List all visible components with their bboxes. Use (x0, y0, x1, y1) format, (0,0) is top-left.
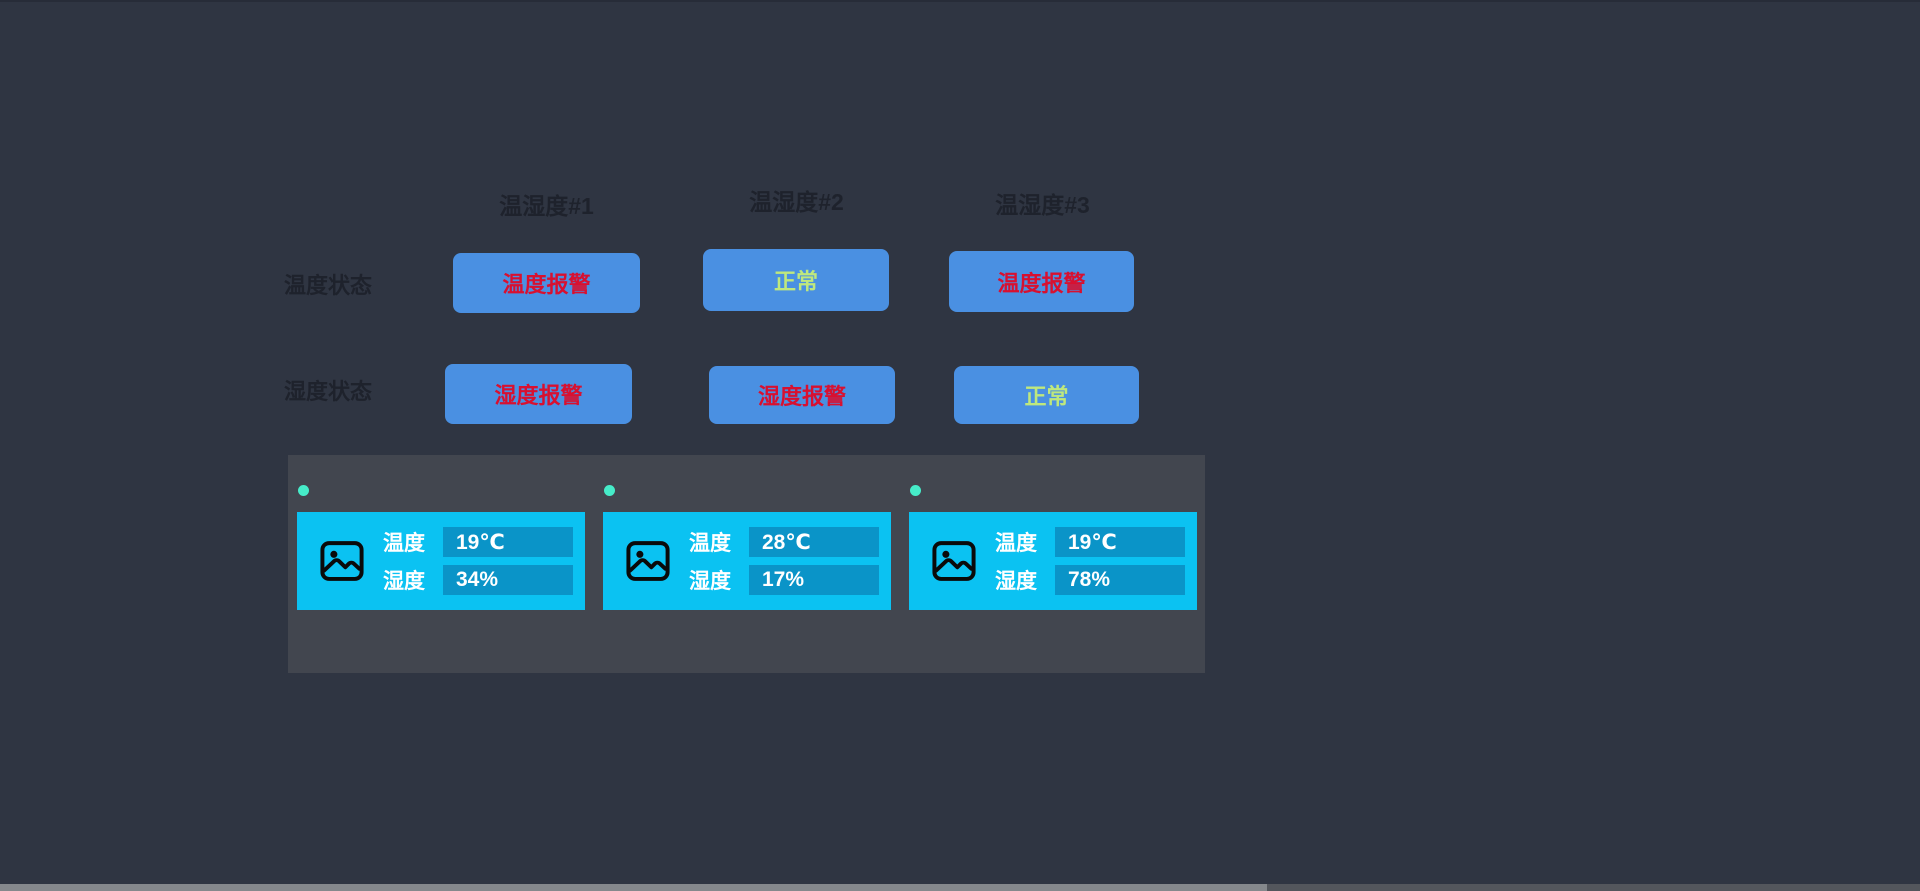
sensor-column-1: 温度 19℃ 湿度 34% (297, 485, 585, 610)
temp-status-button-sensor-3[interactable]: 温度报警 (949, 251, 1134, 312)
temperature-label: 温度 (689, 532, 731, 555)
horizontal-scrollbar-track[interactable] (0, 884, 1920, 891)
temperature-row: 温度 28℃ (689, 527, 879, 557)
humidity-value: 34% (443, 565, 573, 595)
temperature-value: 28℃ (749, 527, 879, 557)
temperature-value: 19℃ (1055, 527, 1185, 557)
temperature-row: 温度 19℃ (383, 527, 573, 557)
sensor-card-rows: 温度 19℃ 湿度 78% (995, 527, 1185, 595)
humidity-status-button-sensor-1[interactable]: 湿度报警 (445, 364, 632, 424)
column-header-sensor-1: 温湿度#1 (499, 193, 594, 219)
sensor-column-3: 温度 19℃ 湿度 78% (909, 485, 1197, 610)
sensor-card-rows: 温度 19℃ 湿度 34% (383, 527, 573, 595)
humidity-row: 湿度 78% (995, 565, 1185, 595)
sensor-card-2: 温度 28℃ 湿度 17% (603, 512, 891, 610)
temperature-label: 温度 (995, 532, 1037, 555)
humidity-label: 湿度 (689, 570, 731, 593)
temp-status-button-sensor-1[interactable]: 温度报警 (453, 253, 640, 313)
temperature-row: 温度 19℃ (995, 527, 1185, 557)
horizontal-scrollbar-thumb[interactable] (0, 884, 1267, 891)
temperature-label: 温度 (383, 532, 425, 555)
image-icon (626, 541, 670, 581)
temperature-status-row-label: 温度状态 (284, 273, 373, 298)
humidity-status-button-sensor-3[interactable]: 正常 (954, 366, 1139, 424)
sensor-readings-panel: 温度 19℃ 湿度 34% (288, 455, 1205, 673)
image-icon (932, 541, 976, 581)
humidity-label: 湿度 (383, 570, 425, 593)
humidity-status-button-sensor-2[interactable]: 湿度报警 (709, 366, 895, 424)
image-icon (320, 541, 364, 581)
humidity-row: 湿度 34% (383, 565, 573, 595)
humidity-row: 湿度 17% (689, 565, 879, 595)
temperature-value: 19℃ (443, 527, 573, 557)
humidity-value: 78% (1055, 565, 1185, 595)
sensor-card-3: 温度 19℃ 湿度 78% (909, 512, 1197, 610)
sensor-card-rows: 温度 28℃ 湿度 17% (689, 527, 879, 595)
online-indicator-dot (910, 485, 921, 496)
humidity-status-row-label: 湿度状态 (284, 379, 373, 404)
temp-status-button-sensor-2[interactable]: 正常 (703, 249, 889, 311)
humidity-value: 17% (749, 565, 879, 595)
online-indicator-dot (298, 485, 309, 496)
sensor-column-2: 温度 28℃ 湿度 17% (603, 485, 891, 610)
humidity-label: 湿度 (995, 570, 1037, 593)
online-indicator-dot (604, 485, 615, 496)
column-header-sensor-2: 温湿度#2 (749, 189, 844, 215)
sensor-card-1: 温度 19℃ 湿度 34% (297, 512, 585, 610)
column-header-sensor-3: 温湿度#3 (995, 192, 1090, 218)
